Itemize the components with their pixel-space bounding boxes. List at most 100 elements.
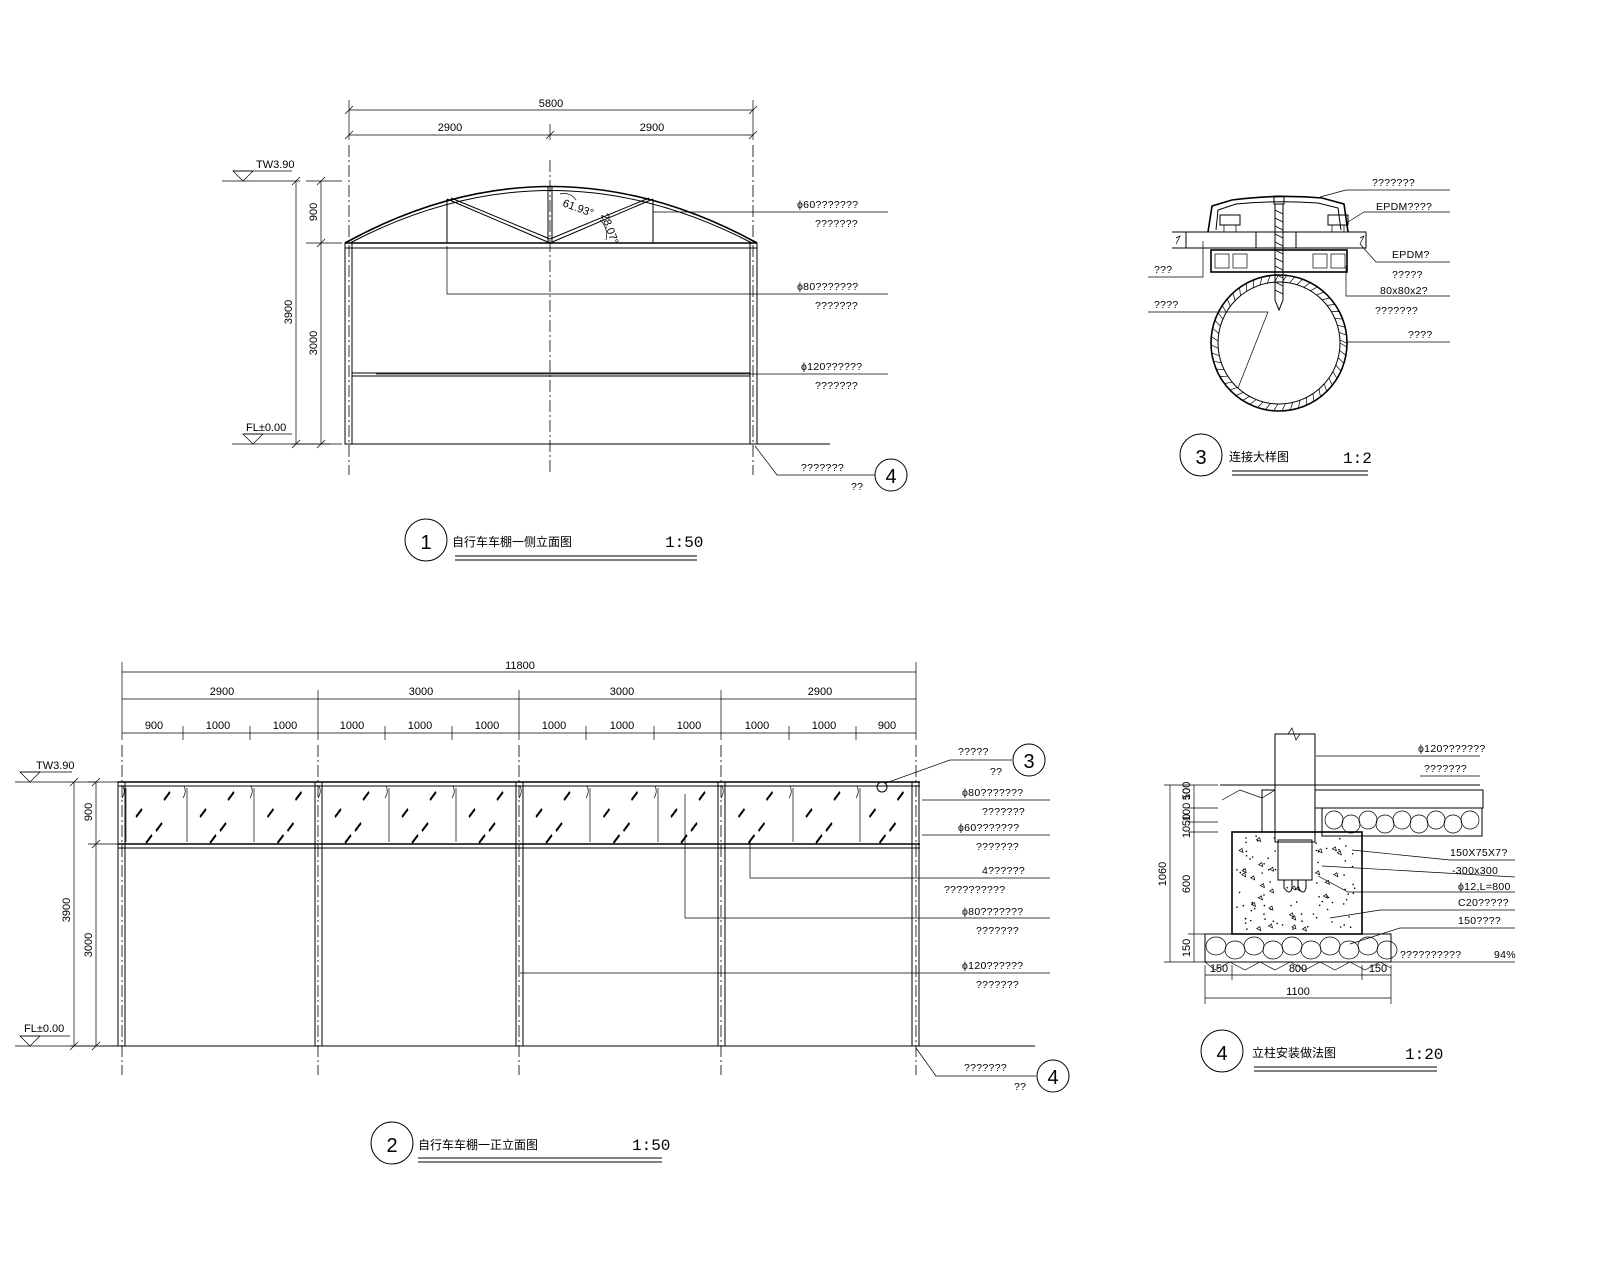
dim-bottom-800: 800 <box>1289 963 1307 975</box>
front-level-floor: FL±0.00 <box>15 1023 110 1047</box>
dim-total-1060: 1060 <box>1157 862 1169 886</box>
note-front-3-line2: ??????? <box>976 841 1019 853</box>
dim-sub-3: 1000 <box>273 720 297 732</box>
view-1-scale: 1:50 <box>665 534 703 552</box>
dim-layer-100b: 100 <box>1181 782 1193 800</box>
front-notes: ????? ?? 3 ϕ80??????? ??????? ϕ60???????… <box>520 743 1070 1093</box>
front-dim-arch: 900 <box>83 803 95 821</box>
dim-layer-50: 50 <box>1181 788 1193 800</box>
callout-front-detail-4: 4 <box>1047 1067 1058 1089</box>
note-found-5: ϕ12,L=800 <box>1458 881 1511 893</box>
dim-sub-9: 1000 <box>677 720 701 732</box>
front-dim-post: 3000 <box>83 933 95 957</box>
glass-panel <box>518 785 571 844</box>
note-front-4-line1: 4?????? <box>982 865 1025 877</box>
dim-sub-1: 900 <box>145 720 163 732</box>
note-front-2-line1: ϕ80??????? <box>962 787 1023 799</box>
callout-side-detail-4: 4 <box>885 466 896 488</box>
level-floor-label: FL±0.00 <box>246 422 286 434</box>
note-front-4-line2: ?????????? <box>944 884 1005 896</box>
side-frame: 61.93° 28.07° <box>344 185 830 445</box>
note-front-6-line1: ϕ120?????? <box>962 960 1023 972</box>
note-front-5-line1: ϕ80??????? <box>962 906 1023 918</box>
connection-notes: ??????? EPDM???? EPDM? ????? 80x80x2? ??… <box>1148 177 1450 389</box>
front-dimension-chains: 11800 2900 3000 3000 2900 900 1000 1000 … <box>121 660 917 740</box>
note-conn-r6: ??????? <box>1375 305 1418 317</box>
foundation-left-dims: 100 50 100 10 50 600 150 1060 <box>1157 782 1218 963</box>
level-top: TW3.90 <box>222 159 300 182</box>
note-found-1: ϕ120??????? <box>1418 743 1486 755</box>
note-found-8: ?????????? <box>1400 949 1461 961</box>
dimension-top-chain: 5800 2900 2900 <box>344 98 758 140</box>
view-side-elevation: 5800 2900 2900 TW3.90 FL±0.00 <box>222 98 908 562</box>
dim-sub-10: 1000 <box>745 720 769 732</box>
view-3-scale: 1:2 <box>1343 450 1372 468</box>
front-left-dims: 900 3900 3000 <box>61 777 118 1051</box>
view-2-number: 2 <box>386 1135 397 1157</box>
dim-right-half: 2900 <box>640 122 664 134</box>
note-conn-r3: EPDM? <box>1392 249 1430 261</box>
foundation-notes: ϕ120??????? ??????? 150X75X7? -300x300 ϕ… <box>1316 743 1516 963</box>
glass-panel <box>653 785 706 844</box>
view-post-foundation: 100 50 100 10 50 600 150 1060 150 800 15… <box>1157 727 1516 1073</box>
note-conn-r4: ????? <box>1392 269 1423 281</box>
note-conn-r2: EPDM???? <box>1376 201 1432 213</box>
note-front-1-line2: ?? <box>990 766 1002 778</box>
note-conn-l1: ??? <box>1154 264 1172 276</box>
dim-bottom-1100: 1100 <box>1286 986 1310 998</box>
note-side-2-line2: ??????? <box>815 300 858 312</box>
front-level-top: TW3.90 <box>15 760 96 783</box>
dim-small-10: 10 <box>1181 826 1193 838</box>
dim-sub-2: 1000 <box>206 720 230 732</box>
front-frame <box>110 781 1035 1047</box>
view-1-title: 1 自行车车棚一侧立面图 1:50 <box>404 518 703 562</box>
dim-layer-100: 100 <box>1181 803 1193 821</box>
dim-total-width: 5800 <box>539 98 563 110</box>
glass-panel <box>451 785 504 844</box>
note-found-3: 150X75X7? <box>1450 847 1508 859</box>
note-found-2: ??????? <box>1424 763 1467 775</box>
note-side-2-line1: ϕ80??????? <box>797 281 858 293</box>
dim-sub-7: 1000 <box>542 720 566 732</box>
gravel-layer-top <box>1324 810 1480 834</box>
concrete-hatch <box>1236 835 1356 932</box>
view-front-elevation: 11800 2900 3000 3000 2900 900 1000 1000 … <box>15 660 1070 1165</box>
glass-panel <box>855 785 904 844</box>
side-notes: ϕ60??????? ??????? ϕ80??????? ??????? ϕ1… <box>376 199 908 493</box>
angle-label-2: 28.07° <box>598 212 620 246</box>
dimension-left-chain: 900 3900 3000 <box>283 176 342 449</box>
clamp-right <box>1323 214 1353 233</box>
dim-sub-5: 1000 <box>408 720 432 732</box>
view-2-scale: 1:50 <box>632 1137 670 1155</box>
view-3-name: 连接大样图 <box>1229 449 1289 464</box>
note-side-4-line1: ??????? <box>801 462 844 474</box>
note-front-1-line1: ????? <box>958 746 989 758</box>
note-found-6: C20????? <box>1458 897 1509 909</box>
view-4-name: 立柱安装做法图 <box>1252 1045 1336 1060</box>
view-4-number: 4 <box>1216 1043 1227 1065</box>
foundation-bottom-dims: 150 800 150 1100 <box>1204 963 1392 1004</box>
view-1-name: 自行车车棚一侧立面图 <box>452 534 572 549</box>
glass-panel <box>249 785 302 844</box>
angle-label-1: 61.93° <box>561 198 595 220</box>
note-front-7-line1: ??????? <box>964 1062 1007 1074</box>
view-2-title: 2 自行车车棚一正立面图 1:50 <box>370 1121 670 1165</box>
note-found-7: 150???? <box>1458 915 1501 927</box>
dim-small-50: 50 <box>1181 814 1193 826</box>
pipe-wall-hatch <box>1210 274 1348 412</box>
glass-panels <box>121 785 904 844</box>
dim-bottom-150-left: 150 <box>1210 963 1228 975</box>
front-level-floor-label: FL±0.00 <box>24 1023 64 1035</box>
dim-sub-4: 1000 <box>340 720 364 732</box>
clamp-left <box>1215 214 1245 233</box>
dim-bay-1: 2900 <box>210 686 234 698</box>
view-3-number: 3 <box>1195 447 1206 469</box>
gravel-layer-base <box>1205 936 1398 960</box>
glass-panel <box>788 785 841 844</box>
front-level-top-label: TW3.90 <box>36 760 75 772</box>
note-front-7-line2: ?? <box>1014 1081 1026 1093</box>
self-tapping-screw <box>1273 195 1285 312</box>
note-found-percent: 94% <box>1494 949 1516 961</box>
dim-bay-3: 3000 <box>610 686 634 698</box>
front-dim-total-h: 3900 <box>61 898 73 922</box>
